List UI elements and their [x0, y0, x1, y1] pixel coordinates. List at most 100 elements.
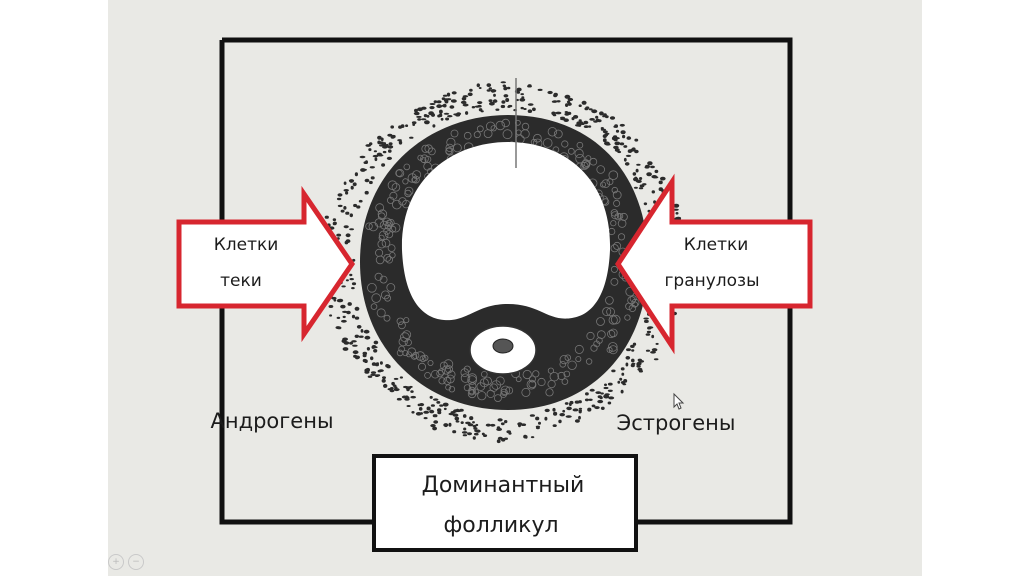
theca-cell [506, 86, 511, 90]
theca-cell [349, 341, 354, 345]
granulosa-cell [463, 384, 471, 392]
theca-cell [624, 162, 630, 166]
theca-cell [443, 112, 450, 115]
theca-cell [614, 141, 621, 146]
theca-cell [638, 187, 644, 190]
zoom-in-icon[interactable]: + [108, 554, 124, 570]
granulosa-cell [559, 354, 569, 365]
theca-cell [655, 342, 659, 345]
granulosa-cell [515, 376, 522, 383]
theca-cell [625, 356, 631, 360]
granulosa-cell [383, 314, 391, 322]
theca-cell [442, 94, 448, 97]
theca-cell [584, 398, 589, 402]
theca-cell [620, 389, 624, 394]
zoom-out-icon[interactable]: − [128, 554, 144, 570]
theca-cell [404, 398, 410, 401]
theca-cell [442, 402, 449, 407]
theca-cell [578, 119, 582, 122]
theca-cell [547, 90, 553, 95]
theca-cell [544, 408, 550, 413]
theca-cell [354, 172, 358, 177]
theca-cell [595, 115, 599, 119]
theca-cell [552, 407, 556, 412]
theca-cell [364, 335, 371, 340]
theca-cell [500, 81, 507, 84]
theca-cell [410, 390, 414, 393]
granulosa-cell [617, 219, 627, 228]
granulosa-cell [575, 356, 582, 363]
theca-cell [474, 429, 478, 432]
granulosa-cell [602, 307, 612, 317]
theca-cell [588, 125, 592, 128]
granulosa-cell [411, 176, 418, 184]
theca-cell [432, 426, 437, 431]
granulosa-cell [526, 379, 537, 390]
dominant-follicle-frame [372, 454, 638, 552]
granulosa-cell [427, 359, 434, 366]
theca-cell [472, 424, 477, 428]
antrum [401, 142, 611, 321]
theca-cell [462, 103, 469, 107]
theca-cell [393, 377, 399, 380]
theca-cell [354, 316, 360, 320]
granulosa-cell [380, 290, 390, 300]
granulosa-cell [532, 370, 540, 378]
theca-cell [349, 180, 354, 183]
granulosa-cell [563, 370, 571, 378]
theca-cell [558, 419, 562, 424]
granulosa-cell [379, 220, 389, 230]
granulosa-cell [547, 367, 555, 374]
theca-cell [636, 163, 641, 166]
theca-cell [462, 414, 467, 418]
granulosa-cell [467, 375, 477, 385]
theca-cell [410, 395, 417, 399]
granulosa-cell [606, 307, 615, 317]
theca-cell [552, 424, 557, 427]
theca-cell [578, 104, 582, 107]
granulosa-cell [387, 244, 396, 253]
theca-cell [636, 364, 641, 368]
theca-cell [537, 88, 543, 91]
theca-cell [446, 92, 451, 97]
theca-cell [455, 113, 461, 117]
theca-cell [485, 423, 491, 427]
theca-cell [433, 420, 439, 424]
granulosa-cell [522, 369, 532, 380]
theca-cell [524, 435, 528, 439]
theca-cell [529, 414, 536, 417]
theca-cell [630, 344, 635, 348]
theca-cell [365, 367, 370, 372]
oocyte-nucleus [492, 338, 514, 354]
theca-cell [619, 142, 625, 146]
theca-cell [343, 206, 347, 210]
theca-cell [646, 165, 650, 169]
theca-cell [551, 100, 557, 103]
theca-cell [442, 103, 447, 108]
theca-label-line1: Клетки [214, 235, 279, 255]
theca-cell [594, 406, 600, 410]
granulosa-cell [596, 165, 605, 174]
theca-cell [381, 163, 386, 167]
theca-cell [480, 110, 484, 113]
granulosa-cell [567, 360, 577, 371]
theca-cell [423, 417, 428, 420]
theca-cell [472, 436, 476, 440]
granulosa-cell [596, 317, 605, 326]
theca-cell [432, 124, 436, 128]
granulosa-cell [613, 241, 622, 250]
theca-cell [653, 176, 659, 179]
theca-cell [437, 114, 441, 118]
theca-cell [355, 356, 359, 360]
theca-cell [411, 411, 415, 414]
theca-cell [609, 116, 616, 120]
theca-cell [625, 154, 632, 157]
theca-cell [365, 160, 368, 165]
theca-cell [611, 369, 616, 373]
theca-cell [396, 397, 402, 401]
theca-cell [614, 148, 620, 152]
theca-cell [486, 89, 491, 92]
theca-cell [496, 439, 501, 444]
theca-cell [560, 116, 565, 119]
granulosa-cell [386, 196, 395, 204]
